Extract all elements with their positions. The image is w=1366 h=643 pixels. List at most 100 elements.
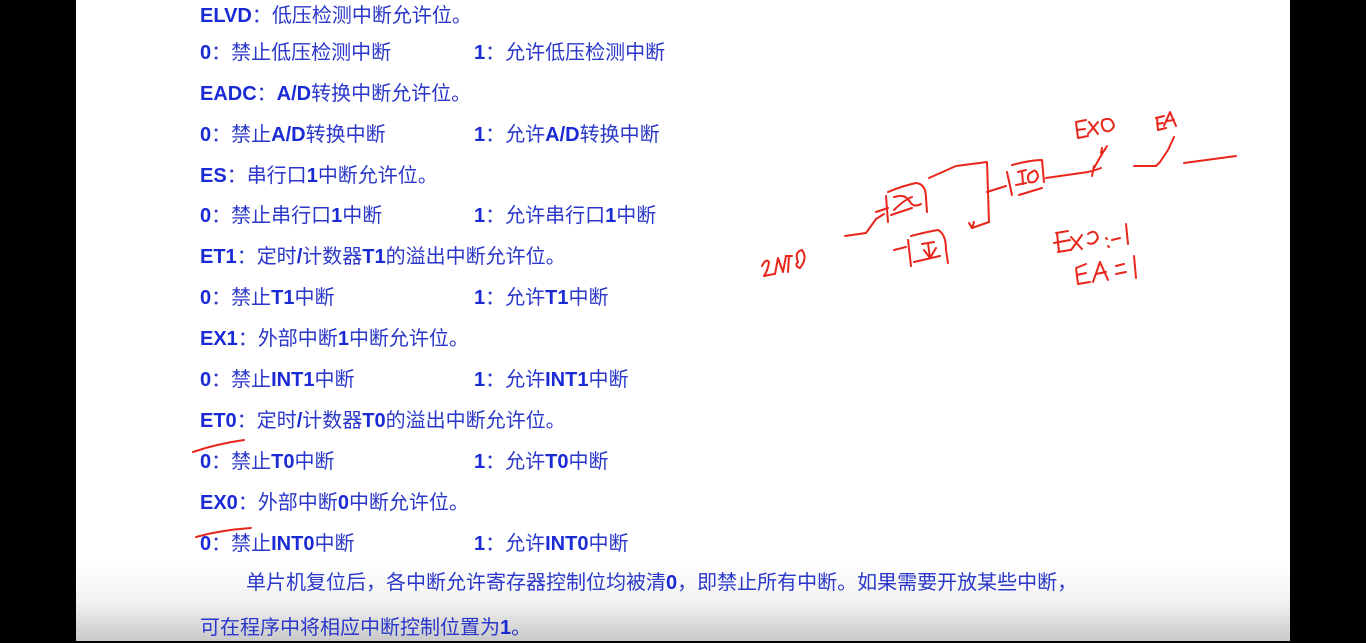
bit-ex0-options: 0：禁止INT0中断 1：允许INT0中断 [200,528,628,558]
option-0-text: 禁止串行口 [231,203,332,227]
option-1: 1：允许低压检测中断 [474,37,665,68]
bit-description: 定时 [256,244,297,268]
bit-name: ET1 [200,246,237,268]
ex0-switch-arrow [1100,147,1106,154]
option-0-bold: A/D [271,124,306,146]
colon: ： [211,531,232,555]
option-1-text: 允许 [505,531,546,555]
option-1-bold: T1 [545,287,569,309]
bit-description-bold: / [296,246,303,268]
colon: ： [251,3,272,27]
summary-paragraph-line-1: 单片机复位后，各中断允许寄存器控制位均被清0，即禁止所有中断。如果需要开放某些中… [246,567,1077,598]
option-1-key: 1 [474,451,486,473]
option-0-bold: T0 [271,451,295,473]
arrow-head [968,221,975,229]
option-0-text: 中断 [314,367,355,391]
bit-es-heading: ES：串行口1中断允许位。 [200,160,438,190]
bit-name: ELVD [200,5,252,27]
bit-elvd-heading: ELVD：低压检测中断允许位。 [200,0,472,30]
option-1: 1：允许串行口1中断 [474,200,656,231]
bit-description: 计数器 [302,408,363,432]
option-0-text: 中断 [342,203,383,227]
bit-name: ES [200,165,227,187]
bit-description: 转换中断允许位。 [311,81,472,105]
option-1-key: 1 [474,124,486,146]
option-0-bold: INT1 [271,369,315,391]
bit-description: 定时 [256,408,297,432]
option-1-bold: A/D [545,124,580,146]
bit-elvd-options: 0：禁止低压检测中断 1：允许低压检测中断 [200,37,665,67]
option-1-text: 允许 [505,122,546,146]
option-0-key: 0 [200,287,212,309]
option-0-text: 中断 [314,531,355,555]
option-1-key: 1 [474,205,486,227]
bit-ex1-options: 0：禁止INT1中断 1：允许INT1中断 [200,364,628,394]
colon: ： [485,203,506,227]
ea-set-note [1075,255,1137,285]
bit-description-bold: T0 [362,410,386,432]
option-1-text: 允许 [505,449,546,473]
option-0-key: 0 [200,533,212,555]
option-1-text: 允许串行口 [505,203,606,227]
option-0-text: 禁止 [231,122,272,146]
option-1: 1：允许T0中断 [474,446,608,477]
colon: ： [485,367,506,391]
bit-description: 串行口 [246,163,307,187]
option-1-text: 允许 [505,367,546,391]
option-0-bold: INT0 [271,533,315,555]
colon: ： [237,490,258,514]
bit-description: 外部中断 [257,490,338,514]
option-1-text: 中断 [588,531,629,555]
bit-description: 中断允许位。 [317,163,438,187]
bit-et1-options: 0：禁止T1中断 1：允许T1中断 [200,282,608,312]
paragraph-text: 可在程序中将相应中断控制位置为 [200,615,500,639]
ex0-switch-blade [1093,145,1108,169]
bit-description: 外部中断 [257,326,338,350]
bit-eadc-heading: EADC：A/D转换中断允许位。 [200,78,471,108]
bit-name: ET0 [200,410,237,432]
option-1-key: 1 [474,42,486,64]
int0-label-handwritten [761,249,806,277]
option-0-bold: 1 [331,205,343,227]
option-0-key: 0 [200,124,212,146]
option-0-text: 禁止 [231,449,272,473]
option-1-bold: T0 [545,451,569,473]
paragraph-text: 。 [511,615,532,639]
colon: ： [485,122,506,146]
bit-description: 计数器 [302,244,363,268]
option-0-key: 0 [200,205,212,227]
option-0-text: 禁止 [231,285,272,309]
option-1-text: 中断 [616,203,657,227]
option-0-text: 禁止低压检测中断 [231,40,392,64]
colon: ： [485,449,506,473]
bit-ex0-heading: EX0：外部中断0中断允许位。 [200,487,469,517]
colon: ： [237,326,258,350]
paragraph-bold: 0 [666,572,678,594]
option-1-bold: INT1 [545,369,589,391]
paragraph-text: 单片机复位后，各中断允许寄存器控制位均被清 [246,570,666,594]
colon: ： [211,367,232,391]
bit-et0-heading: ET0：定时/计数器T0的溢出中断允许位。 [200,405,566,435]
bit-description: 中断允许位。 [348,326,469,350]
bit-description-bold: T1 [362,246,386,268]
bit-ex1-heading: EX1：外部中断1中断允许位。 [200,323,469,353]
colon: ： [485,285,506,309]
bit-description-bold: A/D [276,83,312,105]
option-1-key: 1 [474,369,486,391]
bit-name: EX0 [200,492,238,514]
ex0-switch-label [1075,117,1115,139]
option-1-text: 中断 [568,285,609,309]
option-0-bold: T1 [271,287,295,309]
colon: ： [211,203,232,227]
ea-switch-label [1155,111,1177,131]
colon: ： [211,40,232,64]
bit-description: 的溢出中断允许位。 [385,408,566,432]
colon: ： [256,81,277,105]
option-1-key: 1 [474,287,486,309]
bit-description: 的溢出中断允许位。 [385,244,566,268]
it0-upper-box [875,182,928,223]
bit-name: EADC [200,83,257,105]
ex0-set-note [1053,223,1129,253]
option-1: 1：允许T1中断 [474,282,608,313]
document-page: ELVD：低压检测中断允许位。 0：禁止低压检测中断 1：允许低压检测中断 EA… [76,0,1290,641]
